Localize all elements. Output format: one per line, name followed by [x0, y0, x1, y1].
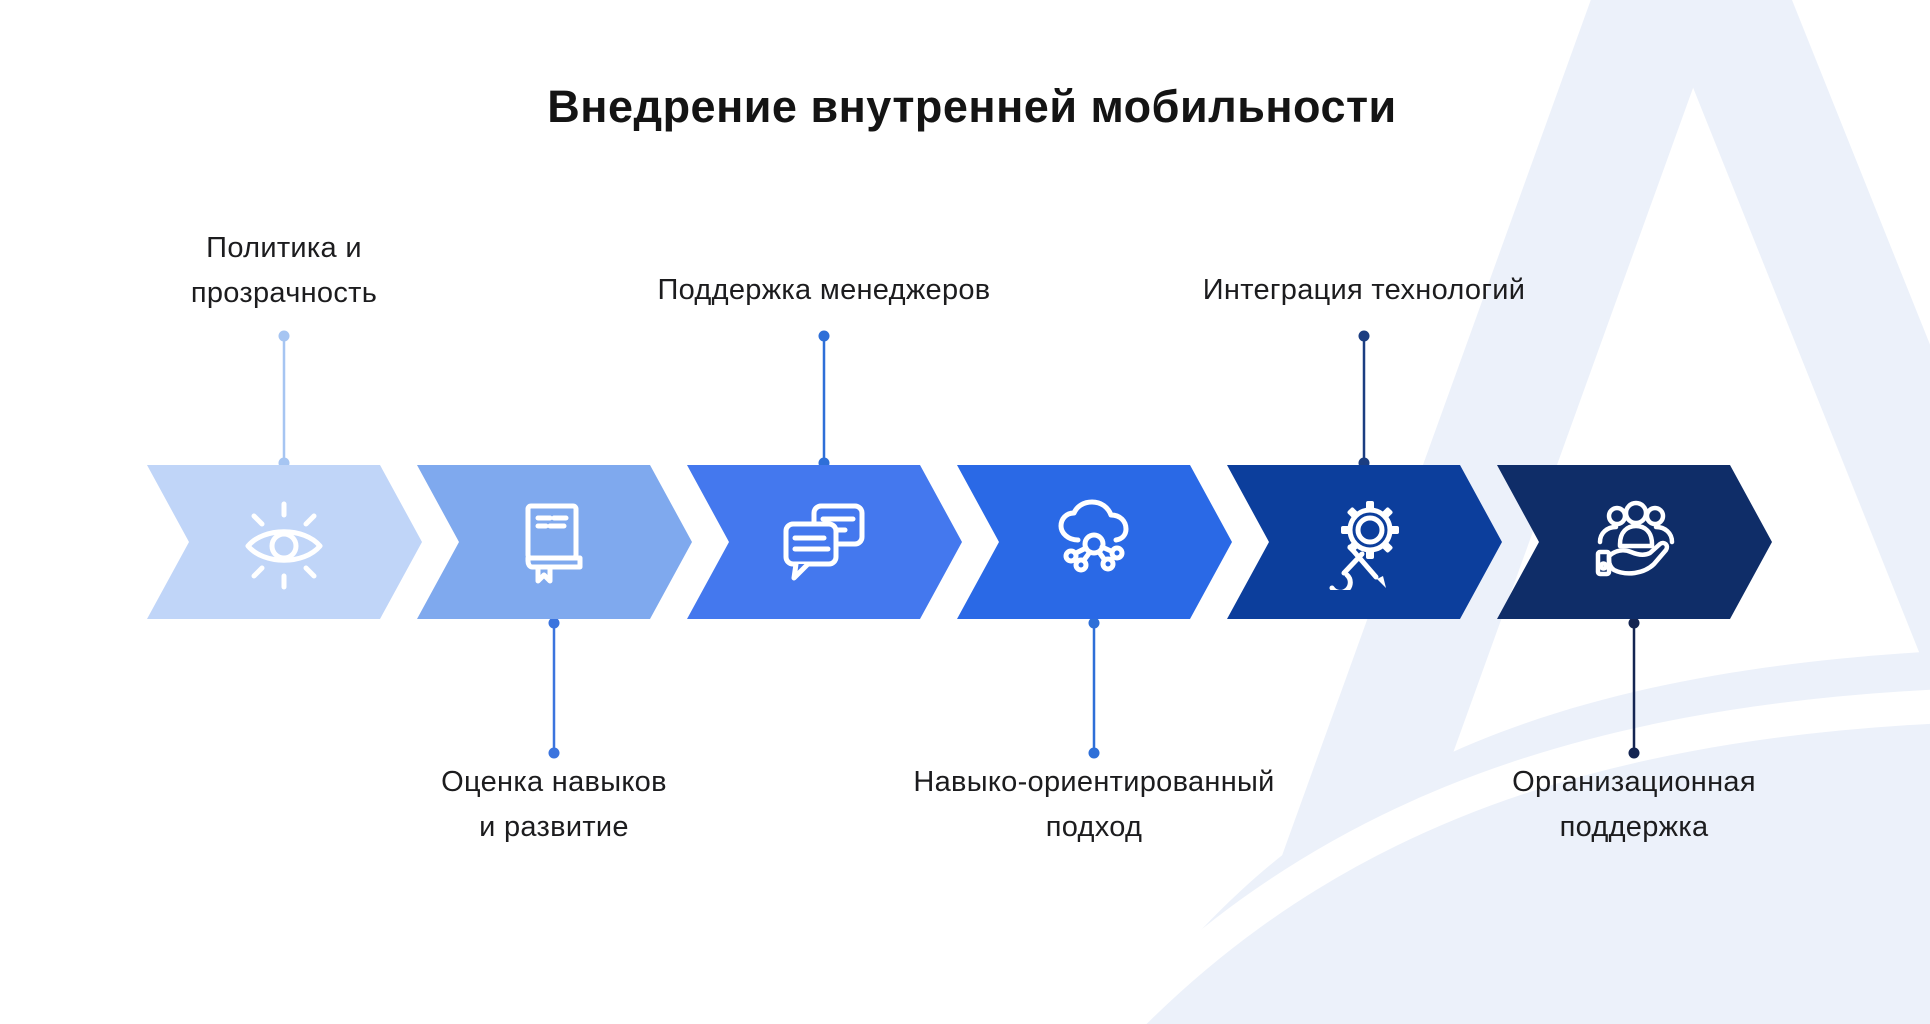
connector-step-6	[1628, 617, 1640, 759]
step-label-policy: Политика и прозрачность	[190, 232, 378, 309]
page-title: Внедрение внутренней мобильности	[547, 81, 1397, 132]
step-label-skills-based-approach: Навыко-ориентированный подход	[913, 766, 1275, 843]
people-hand-icon	[1595, 500, 1675, 577]
gear-tools-icon	[1329, 501, 1399, 590]
connector-step-3	[818, 330, 830, 469]
connector-step-4	[1088, 617, 1100, 759]
step-label-skills-assessment: Оценка навыков и развитие	[441, 766, 667, 843]
step-label-organizational-support: Организационная поддержка	[1512, 766, 1756, 843]
step-label-manager-support: Поддержка менеджеров	[657, 274, 991, 306]
cloud-network-icon	[1058, 499, 1129, 573]
eye-icon	[245, 501, 323, 590]
chevron-step-4	[957, 465, 1232, 619]
step-label-technology-integration: Интеграция технологий	[1202, 274, 1526, 306]
chevron-step-1	[147, 465, 422, 619]
connector-step-1	[278, 330, 290, 469]
connector-step-2	[548, 617, 560, 759]
connector-step-5	[1358, 330, 1370, 469]
book-icon	[525, 503, 583, 584]
chat-bubbles-icon	[783, 503, 865, 581]
chevron-step-2	[417, 465, 692, 619]
